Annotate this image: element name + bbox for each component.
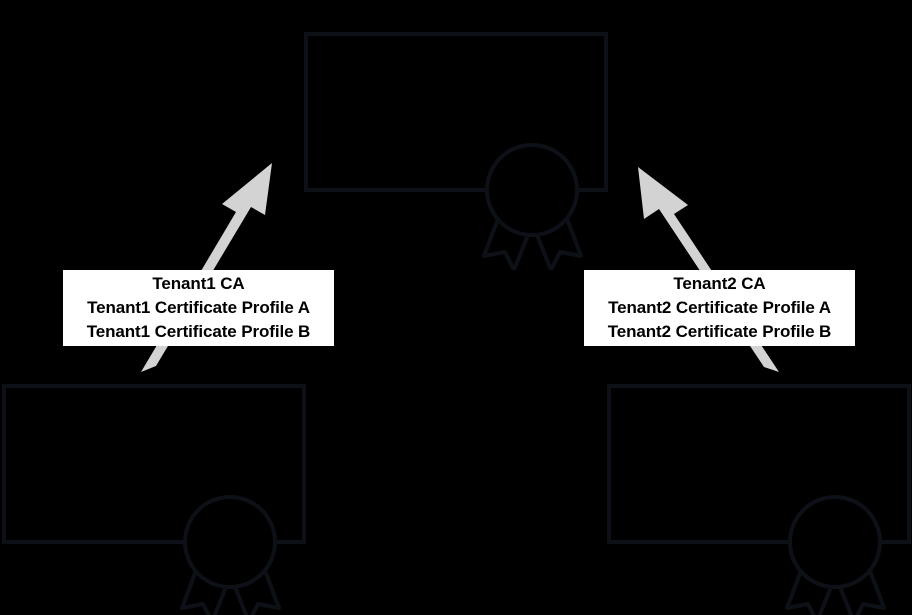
certificate-icon [2, 384, 306, 615]
certificate-icon [607, 384, 911, 615]
certificate-icon [304, 32, 608, 270]
tenant2-certificate-node[interactable] [593, 372, 912, 615]
tenant2-label[interactable]: Tenant2 CA Tenant2 Certificate Profile A… [584, 270, 855, 346]
tenant1-label-line-3: Tenant1 Certificate Profile B [86, 321, 311, 341]
tenant1-certificate-node[interactable] [0, 372, 318, 615]
root-certificate-node[interactable] [290, 20, 620, 270]
tenant2-label-line-1: Tenant2 CA [673, 273, 766, 293]
tenant2-label-line-3: Tenant2 Certificate Profile B [607, 321, 832, 341]
tenant2-label-line-2: Tenant2 Certificate Profile A [608, 297, 831, 317]
tenant1-label-line-1: Tenant1 CA [152, 273, 245, 293]
tenant1-label-line-2: Tenant1 Certificate Profile A [87, 297, 310, 317]
tenant1-label[interactable]: Tenant1 CA Tenant1 Certificate Profile A… [63, 270, 334, 346]
